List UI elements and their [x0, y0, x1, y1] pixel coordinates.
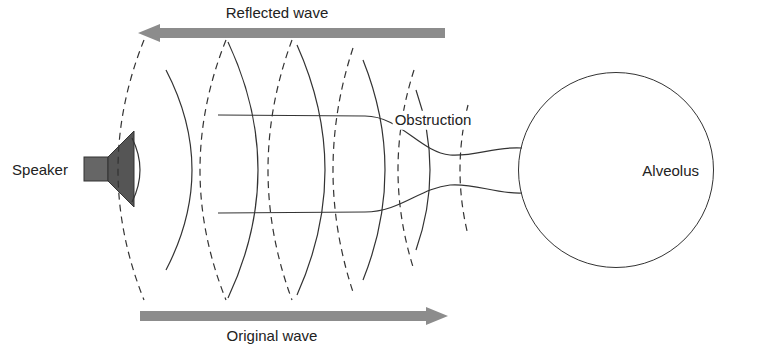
- airway-wall: [218, 185, 522, 213]
- alveolus-circle: Alveolus: [518, 72, 714, 268]
- original-arrow: [140, 307, 448, 325]
- original-wave-front: [166, 70, 192, 270]
- reflected-wave-front: [118, 40, 144, 300]
- reflected-wave-front: [200, 40, 226, 300]
- airway-wall: [218, 115, 522, 155]
- speaker-body: [84, 157, 108, 181]
- part-label: Obstruction: [393, 111, 474, 130]
- original-wave-front: [363, 60, 385, 280]
- original-wave-front: [132, 138, 140, 202]
- reflected-wave-front: [268, 40, 292, 300]
- part-label: Speaker: [12, 162, 68, 179]
- original-wave-front: [297, 45, 325, 295]
- direction-label: Reflected wave: [226, 5, 329, 22]
- reflected-wave-front: [333, 48, 353, 292]
- direction-label: Original wave: [227, 328, 318, 345]
- original-wave-front: [228, 42, 258, 298]
- speaker-cone: [108, 131, 134, 207]
- organ-label: Alveolus: [642, 162, 699, 179]
- wave-fronts: [118, 40, 468, 300]
- reflected-arrow: [138, 24, 445, 42]
- reflected-wave-front: [398, 70, 414, 270]
